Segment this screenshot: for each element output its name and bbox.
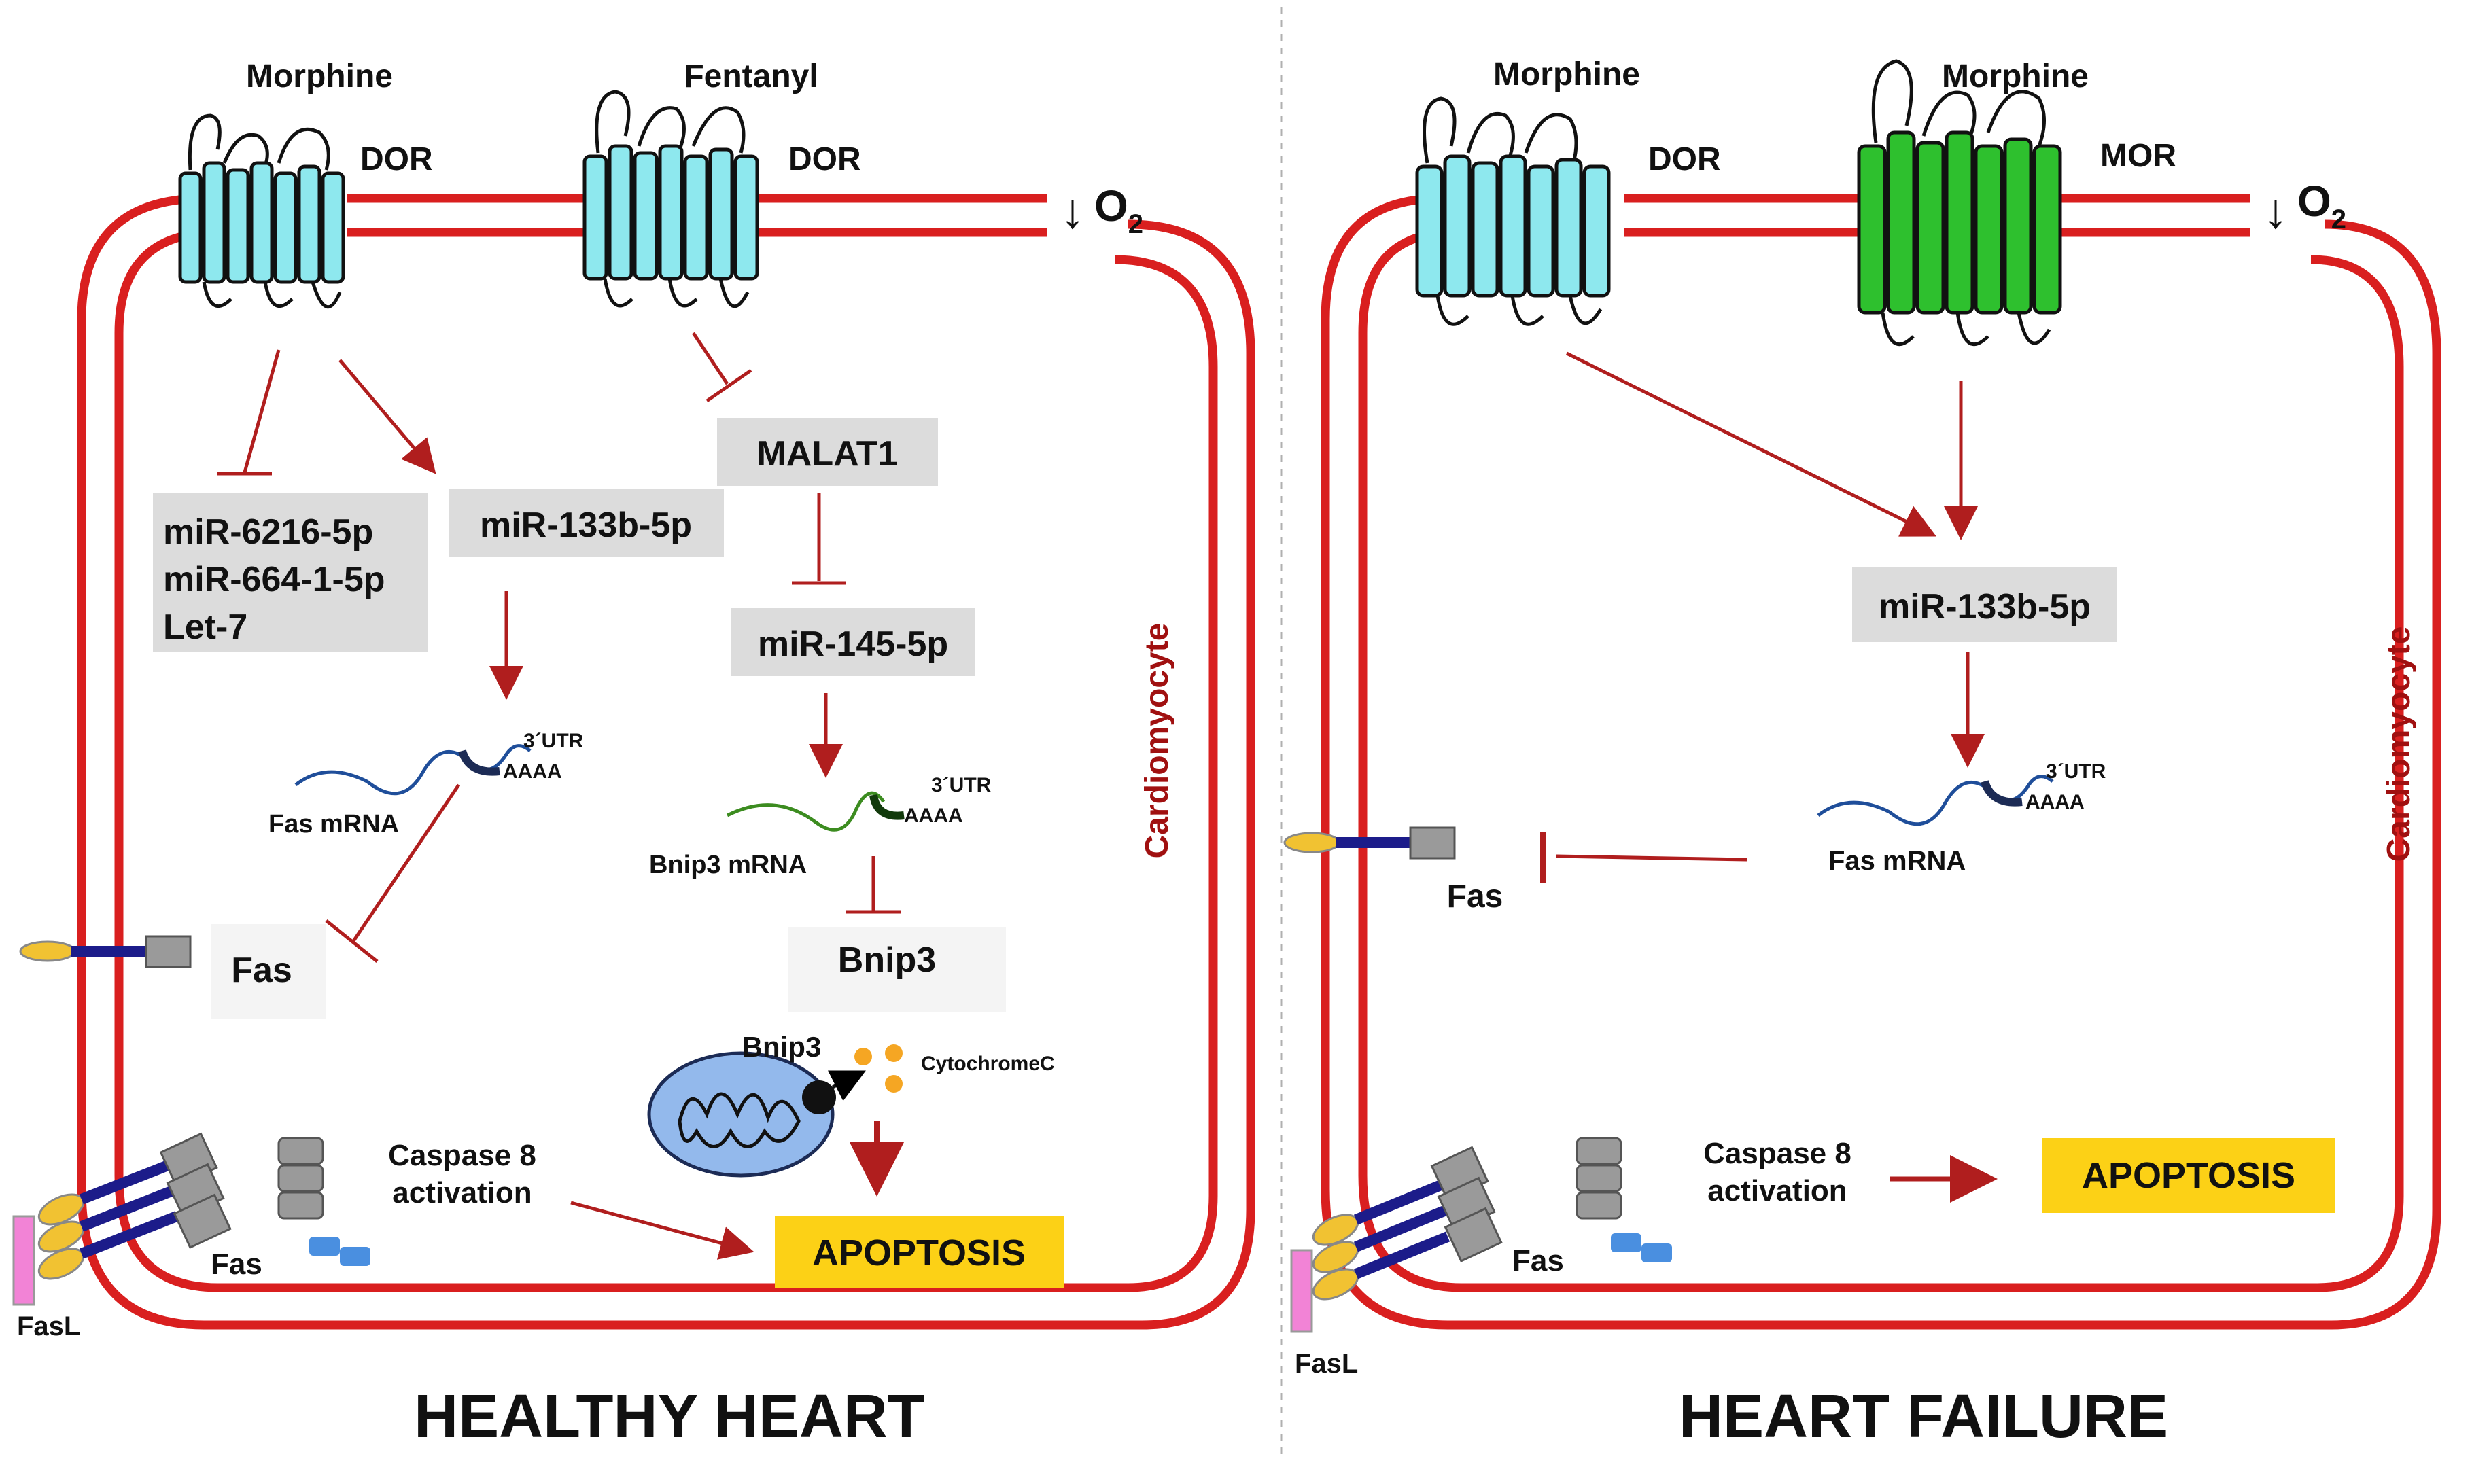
left-fas-box [211, 924, 326, 1019]
left-fas-label: Fas [231, 951, 292, 990]
left-bnip3-mrna [726, 791, 905, 832]
right-fas-mrna-utr: 3´UTR [2046, 760, 2106, 783]
right-apoptosis-label: APOPTOSIS [2082, 1155, 2295, 1196]
left-bnip3-mrna-label: Bnip3 mRNA [649, 851, 807, 879]
left-malat1-label: MALAT1 [756, 434, 897, 474]
right-mor-receptor [1857, 59, 2062, 347]
right-panel-title: HEART FAILURE [1679, 1383, 2168, 1451]
left-fas-complex [12, 1132, 232, 1306]
left-malat1-box [717, 418, 938, 486]
right-dor-label: DOR [1648, 141, 1721, 177]
left-mirna-2: miR-664-1-5p [163, 560, 385, 599]
left-bnip3-mrna-utr: 3´UTR [931, 774, 992, 796]
left-dor-receptor-1 [178, 113, 345, 309]
left-bnip3-box [788, 928, 1006, 1012]
left-bnip3-mito-label: Bnip3 [742, 1031, 822, 1063]
right-mir133-label: miR-133b-5p [1879, 587, 2091, 626]
left-apoptosis-label: APOPTOSIS [812, 1233, 1026, 1273]
right-oxygen-label: O2 [2297, 177, 2346, 234]
right-fas-mrna-polya: AAAA [2025, 791, 2085, 813]
left-cardiomyocyte-label: Cardiomyocyte [1139, 623, 1175, 859]
left-bnip3-mrna-polya: AAAA [904, 805, 963, 827]
left-cytochrome-label: CytochromeC [921, 1053, 1055, 1075]
right-panel: Morphine DOR Morphine MOR ↓ O2 [1283, 56, 2441, 1451]
right-cardiomyocyte-label: Cardiomyocyte [2381, 626, 2417, 862]
right-fas-label: Fas [1447, 879, 1503, 915]
right-mir133-box [1852, 567, 2117, 642]
left-dor-label-2: DOR [788, 141, 861, 177]
left-apoptosis-box [775, 1216, 1064, 1288]
right-fas-mrna-label: Fas mRNA [1828, 846, 1966, 876]
right-apoptosis-box [2042, 1138, 2335, 1213]
right-morphine-label-1: Morphine [1493, 56, 1640, 92]
right-mor-label: MOR [2100, 138, 2176, 174]
left-bnip3-label: Bnip3 [838, 940, 936, 980]
right-morphine-label-2: Morphine [1942, 58, 2089, 94]
left-fas-mrna-utr: 3´UTR [523, 730, 584, 752]
right-arrows [1540, 351, 1998, 1203]
left-mir133-box [449, 489, 724, 557]
left-mir145-label: miR-145-5p [758, 624, 948, 664]
right-fas-complex [1290, 1146, 1503, 1333]
right-caspase-line-1: Caspase 8 [1703, 1137, 1851, 1170]
right-fas-receptor [1283, 826, 1456, 860]
left-cell-membrane [77, 194, 1255, 1330]
left-panel: Morphine DOR Fentanyl DOR ↓ O2 miR-6216-… [12, 58, 1255, 1451]
left-morphine-label: Morphine [246, 58, 393, 94]
right-fas-complex-label: Fas [1512, 1244, 1564, 1277]
left-oxygen-label: O2 [1094, 181, 1143, 239]
left-dor-label-1: DOR [360, 141, 433, 177]
right-dor-receptor [1415, 96, 1611, 326]
left-cytochrome-dots [854, 1044, 903, 1093]
left-caspase-blocks [277, 1137, 370, 1266]
left-fas-receptor [19, 935, 192, 968]
left-mir145-box [731, 608, 975, 676]
left-fas-mrna-label: Fas mRNA [268, 810, 399, 838]
right-fasl-label: FasL [1295, 1349, 1358, 1379]
left-fas-complex-label: Fas [211, 1248, 262, 1281]
right-caspase-line-2: activation [1707, 1174, 1847, 1207]
left-fentanyl-label: Fentanyl [684, 58, 818, 94]
left-oxygen-arrow: ↓ [1060, 184, 1085, 238]
left-fas-mrna-polya: AAAA [503, 760, 562, 783]
right-oxygen-arrow: ↓ [2263, 184, 2288, 238]
left-mir133-label: miR-133b-5p [480, 506, 692, 545]
left-caspase-line-1: Caspase 8 [388, 1139, 536, 1172]
left-panel-title: HEALTHY HEART [414, 1383, 925, 1451]
left-mirna-group-box [153, 493, 428, 652]
left-fas-mrna [294, 744, 532, 796]
left-fasl-label: FasL [17, 1311, 80, 1341]
left-mirna-3: Let-7 [163, 607, 247, 647]
left-mirna-1: miR-6216-5p [163, 512, 373, 552]
left-dor-receptor-2 [582, 90, 759, 308]
right-fas-mrna [1817, 775, 2054, 826]
left-arrows [217, 332, 904, 1260]
left-mitochondrion [647, 1051, 866, 1178]
right-caspase-blocks [1576, 1137, 1672, 1262]
left-caspase-line-2: activation [392, 1176, 532, 1209]
